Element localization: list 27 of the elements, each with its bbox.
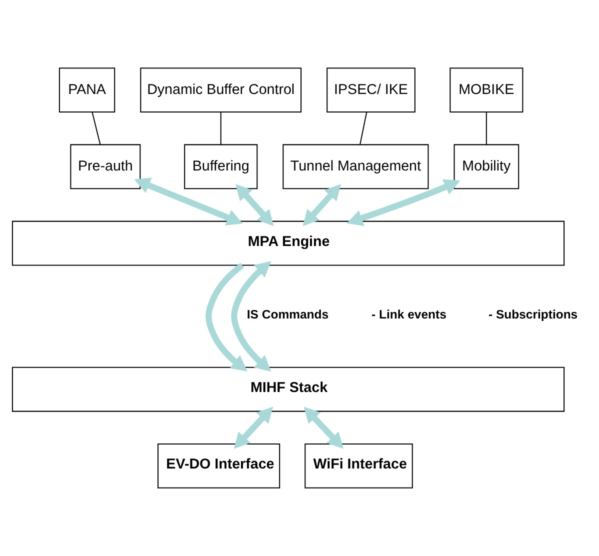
label: - Link events	[372, 307, 446, 322]
connector	[220, 112, 222, 145]
node-box: Pre-auth	[70, 144, 141, 190]
node-box: Dynamic Buffer Control	[140, 68, 302, 113]
node-box: Mobility	[454, 144, 520, 190]
arrow	[234, 406, 274, 449]
arrow	[236, 184, 274, 226]
arrow	[346, 179, 460, 226]
node-box: Buffering	[184, 144, 258, 190]
arrow	[134, 178, 243, 226]
node-box: IPSEC/ IKE	[326, 68, 416, 113]
node-box: WiFi Interface	[304, 443, 413, 488]
node-box: MOBIKE	[450, 68, 524, 113]
arrow	[304, 406, 344, 449]
node-box: MPA Engine	[12, 220, 565, 266]
node-box: PANA	[58, 68, 116, 113]
arrow	[206, 262, 248, 372]
arrow	[302, 184, 341, 226]
arrow	[231, 260, 272, 372]
connector	[360, 112, 368, 145]
connector	[92, 112, 101, 145]
label: IS Commands	[246, 307, 329, 322]
connector	[486, 112, 487, 145]
node-box: MIHF Stack	[12, 366, 565, 412]
label: - Subscriptions	[488, 307, 578, 322]
node-box: Tunnel Management	[282, 144, 429, 190]
node-box: EV-DO Interface	[158, 443, 280, 488]
